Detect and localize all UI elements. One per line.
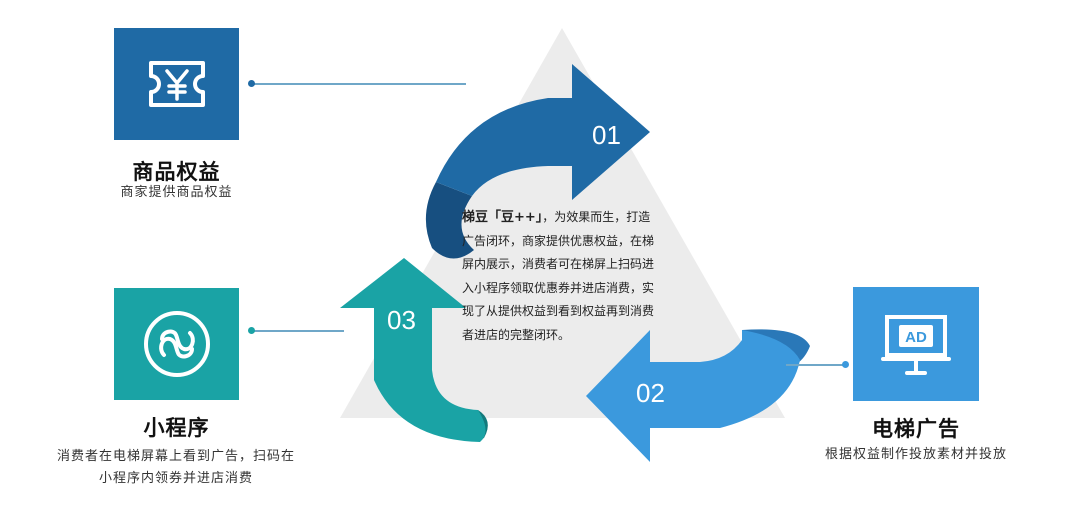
connector-mini-program-dot: [248, 327, 255, 334]
connector-elevator-ad-dot: [842, 361, 849, 368]
connector-elevator-ad: [786, 364, 846, 366]
ad-screen-label: AD: [905, 329, 927, 346]
arrow-01: [425, 64, 650, 259]
ad-screen-icon: AD: [881, 315, 951, 375]
arrow-02-body: [586, 330, 800, 462]
center-description: 梯豆「豆++」，为效果而生，打造广告闭环，商家提供优惠权益，在梯屏内展示，消费者…: [462, 206, 662, 347]
arrow-01-curl: [425, 182, 474, 259]
center-body: ，为效果而生，打造广告闭环，商家提供优惠权益，在梯屏内展示，消费者可在梯屏上扫码…: [462, 210, 655, 342]
elevator-ad-title: 电梯广告: [872, 417, 960, 441]
mini-program-icon-box: [114, 288, 239, 400]
mini-program-desc-line1: 消费者在电梯屏幕上看到广告，扫码在: [56, 449, 295, 464]
goods-icon-box: [114, 28, 239, 140]
goods-desc: 商家提供商品权益: [120, 185, 233, 200]
arrow-03: [340, 258, 488, 442]
arrow-02-label: 02: [636, 378, 665, 408]
arrow-03-body: [340, 258, 486, 442]
mini-program-desc-line2: 小程序内领券并进店消费: [98, 471, 253, 486]
connector-goods: [252, 83, 466, 85]
arrow-03-label: 03: [387, 305, 416, 335]
arrow-01-body: [436, 64, 650, 200]
connector-goods-dot: [248, 80, 255, 87]
connector-mini-program: [252, 330, 344, 332]
mini-program-icon: [143, 311, 210, 377]
background-triangle: [340, 28, 785, 418]
arrow-01-label: 01: [592, 120, 621, 150]
elevator-ad-icon-box: AD: [853, 287, 979, 401]
voucher-yen-icon: [148, 61, 205, 107]
arrow-02: [586, 329, 810, 462]
mini-program-title: 小程序: [143, 416, 210, 440]
goods-title: 商品权益: [132, 160, 221, 184]
elevator-ad-desc: 根据权益制作投放素材并投放: [824, 447, 1007, 462]
center-highlight: 梯豆「豆++」: [462, 210, 543, 225]
